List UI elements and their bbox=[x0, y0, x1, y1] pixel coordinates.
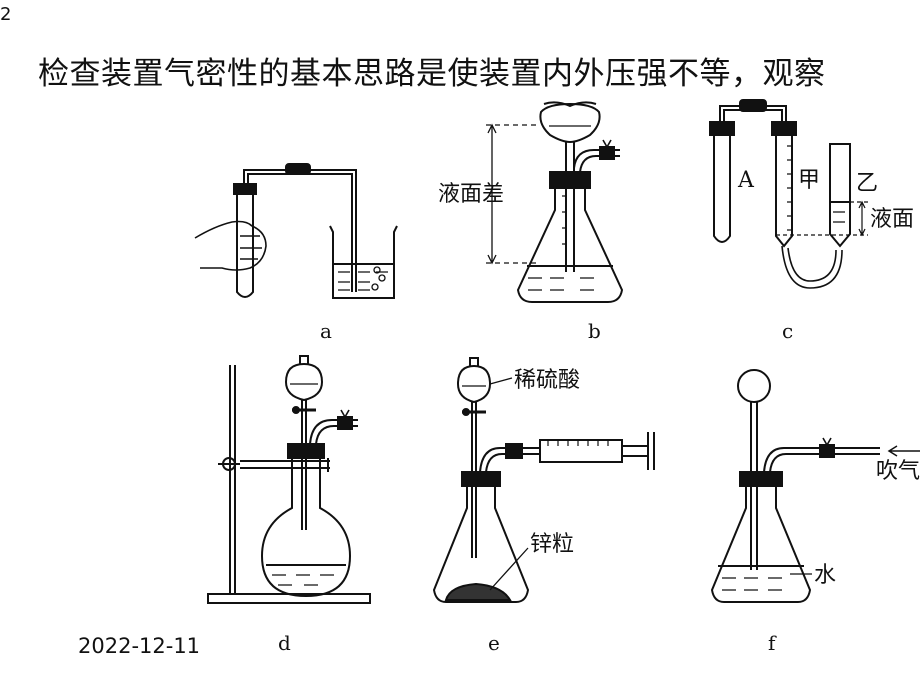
slide-headline: 检查装置气密性的基本思路是使装置内外压强不等，观察 bbox=[38, 56, 826, 92]
label-f-blow: 吹气 bbox=[876, 459, 920, 484]
figure-d bbox=[207, 355, 371, 604]
caption-d: d bbox=[278, 631, 291, 655]
label-e-acid: 稀硫酸 bbox=[514, 368, 580, 393]
slide-date: 2022-12-11 bbox=[78, 634, 201, 658]
caption-a: a bbox=[320, 319, 332, 343]
figure-b bbox=[486, 101, 624, 303]
label-c-level-diff: 液面 bbox=[870, 207, 914, 232]
caption-e: e bbox=[488, 631, 500, 655]
caption-c: c bbox=[782, 319, 793, 343]
caption-f: f bbox=[768, 631, 777, 655]
label-c-tube-yi: 乙 bbox=[856, 171, 878, 196]
caption-b: b bbox=[588, 319, 601, 343]
figure-e bbox=[432, 357, 655, 603]
label-e-zinc: 锌粒 bbox=[530, 532, 574, 557]
figure-f bbox=[710, 369, 920, 603]
label-c-tube-a: A bbox=[737, 168, 755, 193]
label-b-level-diff: 液面差 bbox=[438, 182, 504, 207]
label-f-water: 水 bbox=[814, 563, 836, 588]
page-number: 2 bbox=[0, 4, 12, 25]
figure-c bbox=[709, 99, 868, 289]
label-c-tube-jia: 甲 bbox=[798, 168, 820, 193]
figure-a bbox=[194, 163, 398, 299]
